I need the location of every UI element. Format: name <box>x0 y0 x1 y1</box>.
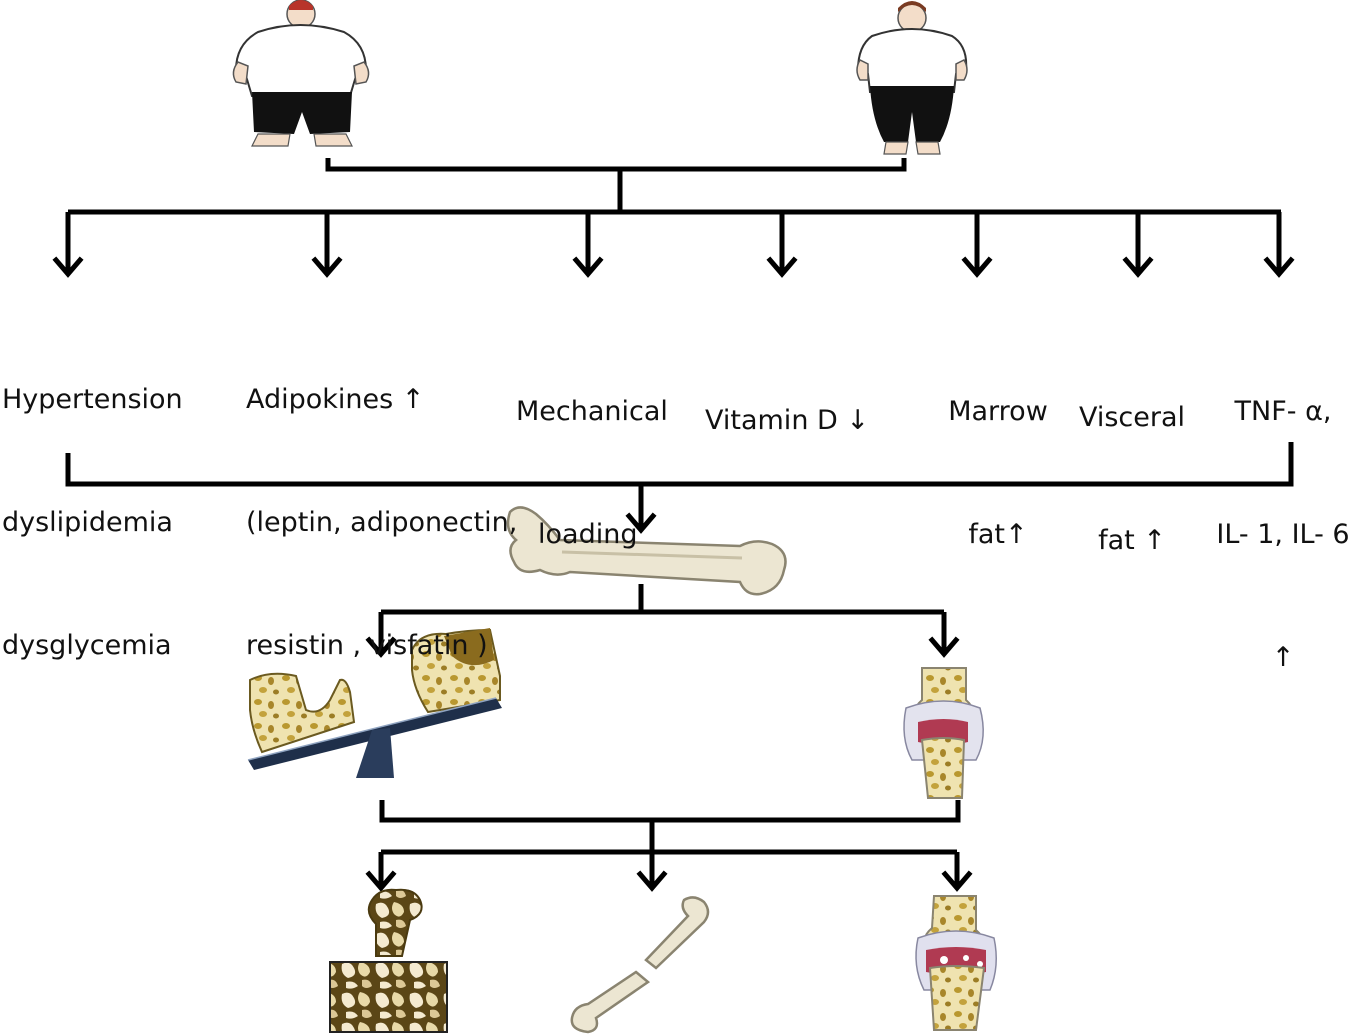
factor-line: loading <box>538 519 638 550</box>
top-connector <box>65 158 1282 272</box>
factor-label-cytokines: TNF- α, IL- 1, IL- 6 ↑ <box>1212 309 1354 719</box>
bone-remodeling-seesaw-icon <box>247 628 502 778</box>
factor-label-marrow-fat: Marrow fat↑ <box>940 309 1056 596</box>
obese-man-icon <box>232 0 370 147</box>
knee-joint-icon <box>903 667 984 799</box>
factor-line: fat↑ <box>968 519 1028 550</box>
factor-line: Hypertension <box>2 384 183 415</box>
factor-line: resistin , visfatin ) <box>246 630 488 661</box>
factor-line: dysglycemia <box>2 630 172 661</box>
fractured-bone-icon <box>570 896 710 1034</box>
factor-label-metabolic: Hypertension dyslipidemia dysglycemia <box>2 297 183 707</box>
factor-line: TNF- α, <box>1234 396 1332 427</box>
factor-line: Vitamin D ↓ <box>705 405 870 436</box>
femur-bone-icon <box>506 506 787 596</box>
lower-connector <box>365 584 960 658</box>
factor-arrowheads <box>52 256 1295 278</box>
bottom-connector <box>365 800 973 892</box>
factor-line: Mechanical <box>516 396 668 427</box>
factor-line: Marrow <box>948 396 1048 427</box>
factor-line: dyslipidemia <box>2 507 173 538</box>
factor-line: fat ↑ <box>1098 525 1166 556</box>
factor-line: ↑ <box>1271 642 1295 673</box>
factor-line: IL- 1, IL- 6 <box>1216 519 1350 550</box>
obese-woman-icon <box>856 1 968 155</box>
factor-line: Adipokines ↑ <box>246 384 425 415</box>
factor-label-adipokines: Adipokines ↑ (leptin, adiponectin, resis… <box>246 297 517 707</box>
factor-line: Visceral <box>1078 402 1186 433</box>
middle-connector <box>65 442 1294 534</box>
osteoarthritic-joint-icon <box>915 895 997 1031</box>
factor-line: (leptin, adiponectin, <box>246 507 518 538</box>
osteoporotic-femur-icon <box>329 888 448 1033</box>
factor-label-mechanical: Mechanical loading <box>516 309 668 596</box>
factor-label-visceral-fat: Visceral fat ↑ <box>1074 315 1190 602</box>
factor-label-vitamin-d: Vitamin D ↓ <box>705 318 869 482</box>
